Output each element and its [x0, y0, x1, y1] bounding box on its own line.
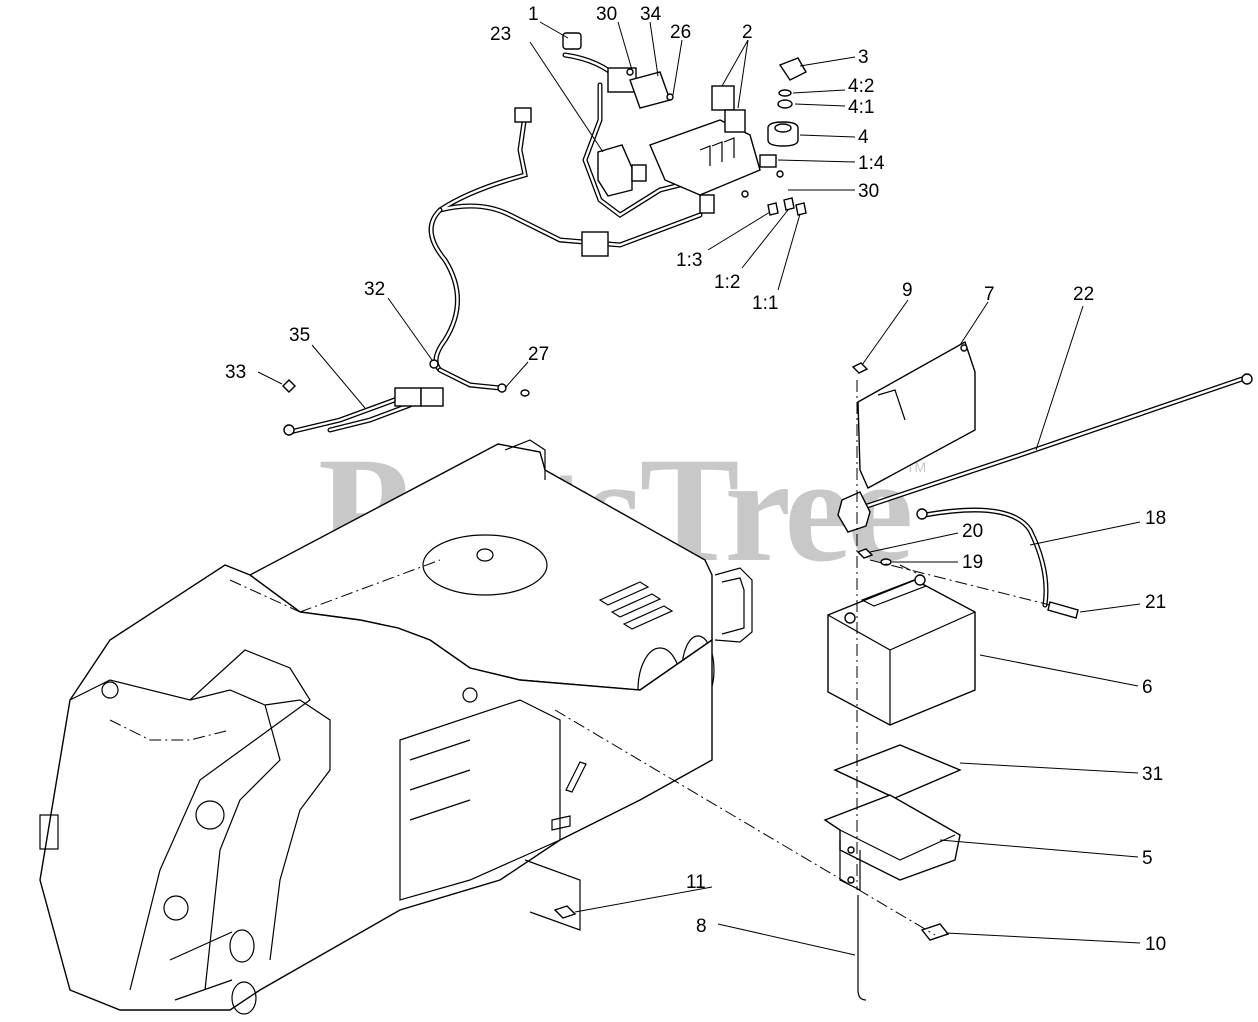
callout-30: 30 [596, 4, 617, 25]
callout-20: 20 [962, 521, 983, 542]
callout-labels: 1 30 34 26 2 23 3 4:2 4:1 4 1:4 30 1:3 1… [225, 4, 1166, 955]
center-lines [109, 380, 1051, 936]
callout-18: 18 [1145, 508, 1166, 529]
callout-19: 19 [962, 552, 983, 573]
callout-1-4: 1:4 [858, 153, 885, 174]
callout-34: 34 [640, 4, 662, 25]
callout-4-1: 4:1 [848, 97, 874, 118]
callout-4: 4 [858, 127, 869, 148]
top-components [514, 32, 807, 257]
callout-31: 31 [1142, 764, 1163, 785]
callout-6: 6 [1142, 677, 1153, 698]
callout-35: 35 [289, 325, 310, 346]
chassis-frame [39, 439, 753, 1015]
callout-1: 1 [528, 4, 539, 25]
callout-3: 3 [858, 47, 869, 68]
callout-2: 2 [742, 22, 753, 43]
callout-33: 33 [225, 362, 246, 383]
callout-10: 10 [1145, 934, 1166, 955]
callout-23: 23 [490, 24, 511, 45]
callout-4-2: 4:2 [848, 76, 874, 97]
callout-27: 27 [528, 344, 549, 365]
callout-1-2: 1:2 [714, 272, 740, 293]
callout-11: 11 [686, 872, 706, 893]
callout-30-b: 30 [858, 181, 879, 202]
wire-harness [428, 52, 703, 391]
battery-assembly [553, 340, 1253, 1001]
callout-7: 7 [984, 284, 995, 305]
callout-9: 9 [902, 280, 913, 301]
callout-8: 8 [696, 916, 707, 937]
callout-1-1: 1:1 [752, 293, 778, 314]
leader-lines [257, 21, 1141, 956]
callout-22: 22 [1073, 284, 1094, 305]
callout-5: 5 [1142, 848, 1153, 869]
callout-32: 32 [364, 279, 385, 300]
callout-26: 26 [670, 22, 691, 43]
callout-21: 21 [1145, 592, 1166, 613]
harness-35 [282, 359, 530, 436]
callout-1-3: 1:3 [676, 250, 702, 271]
